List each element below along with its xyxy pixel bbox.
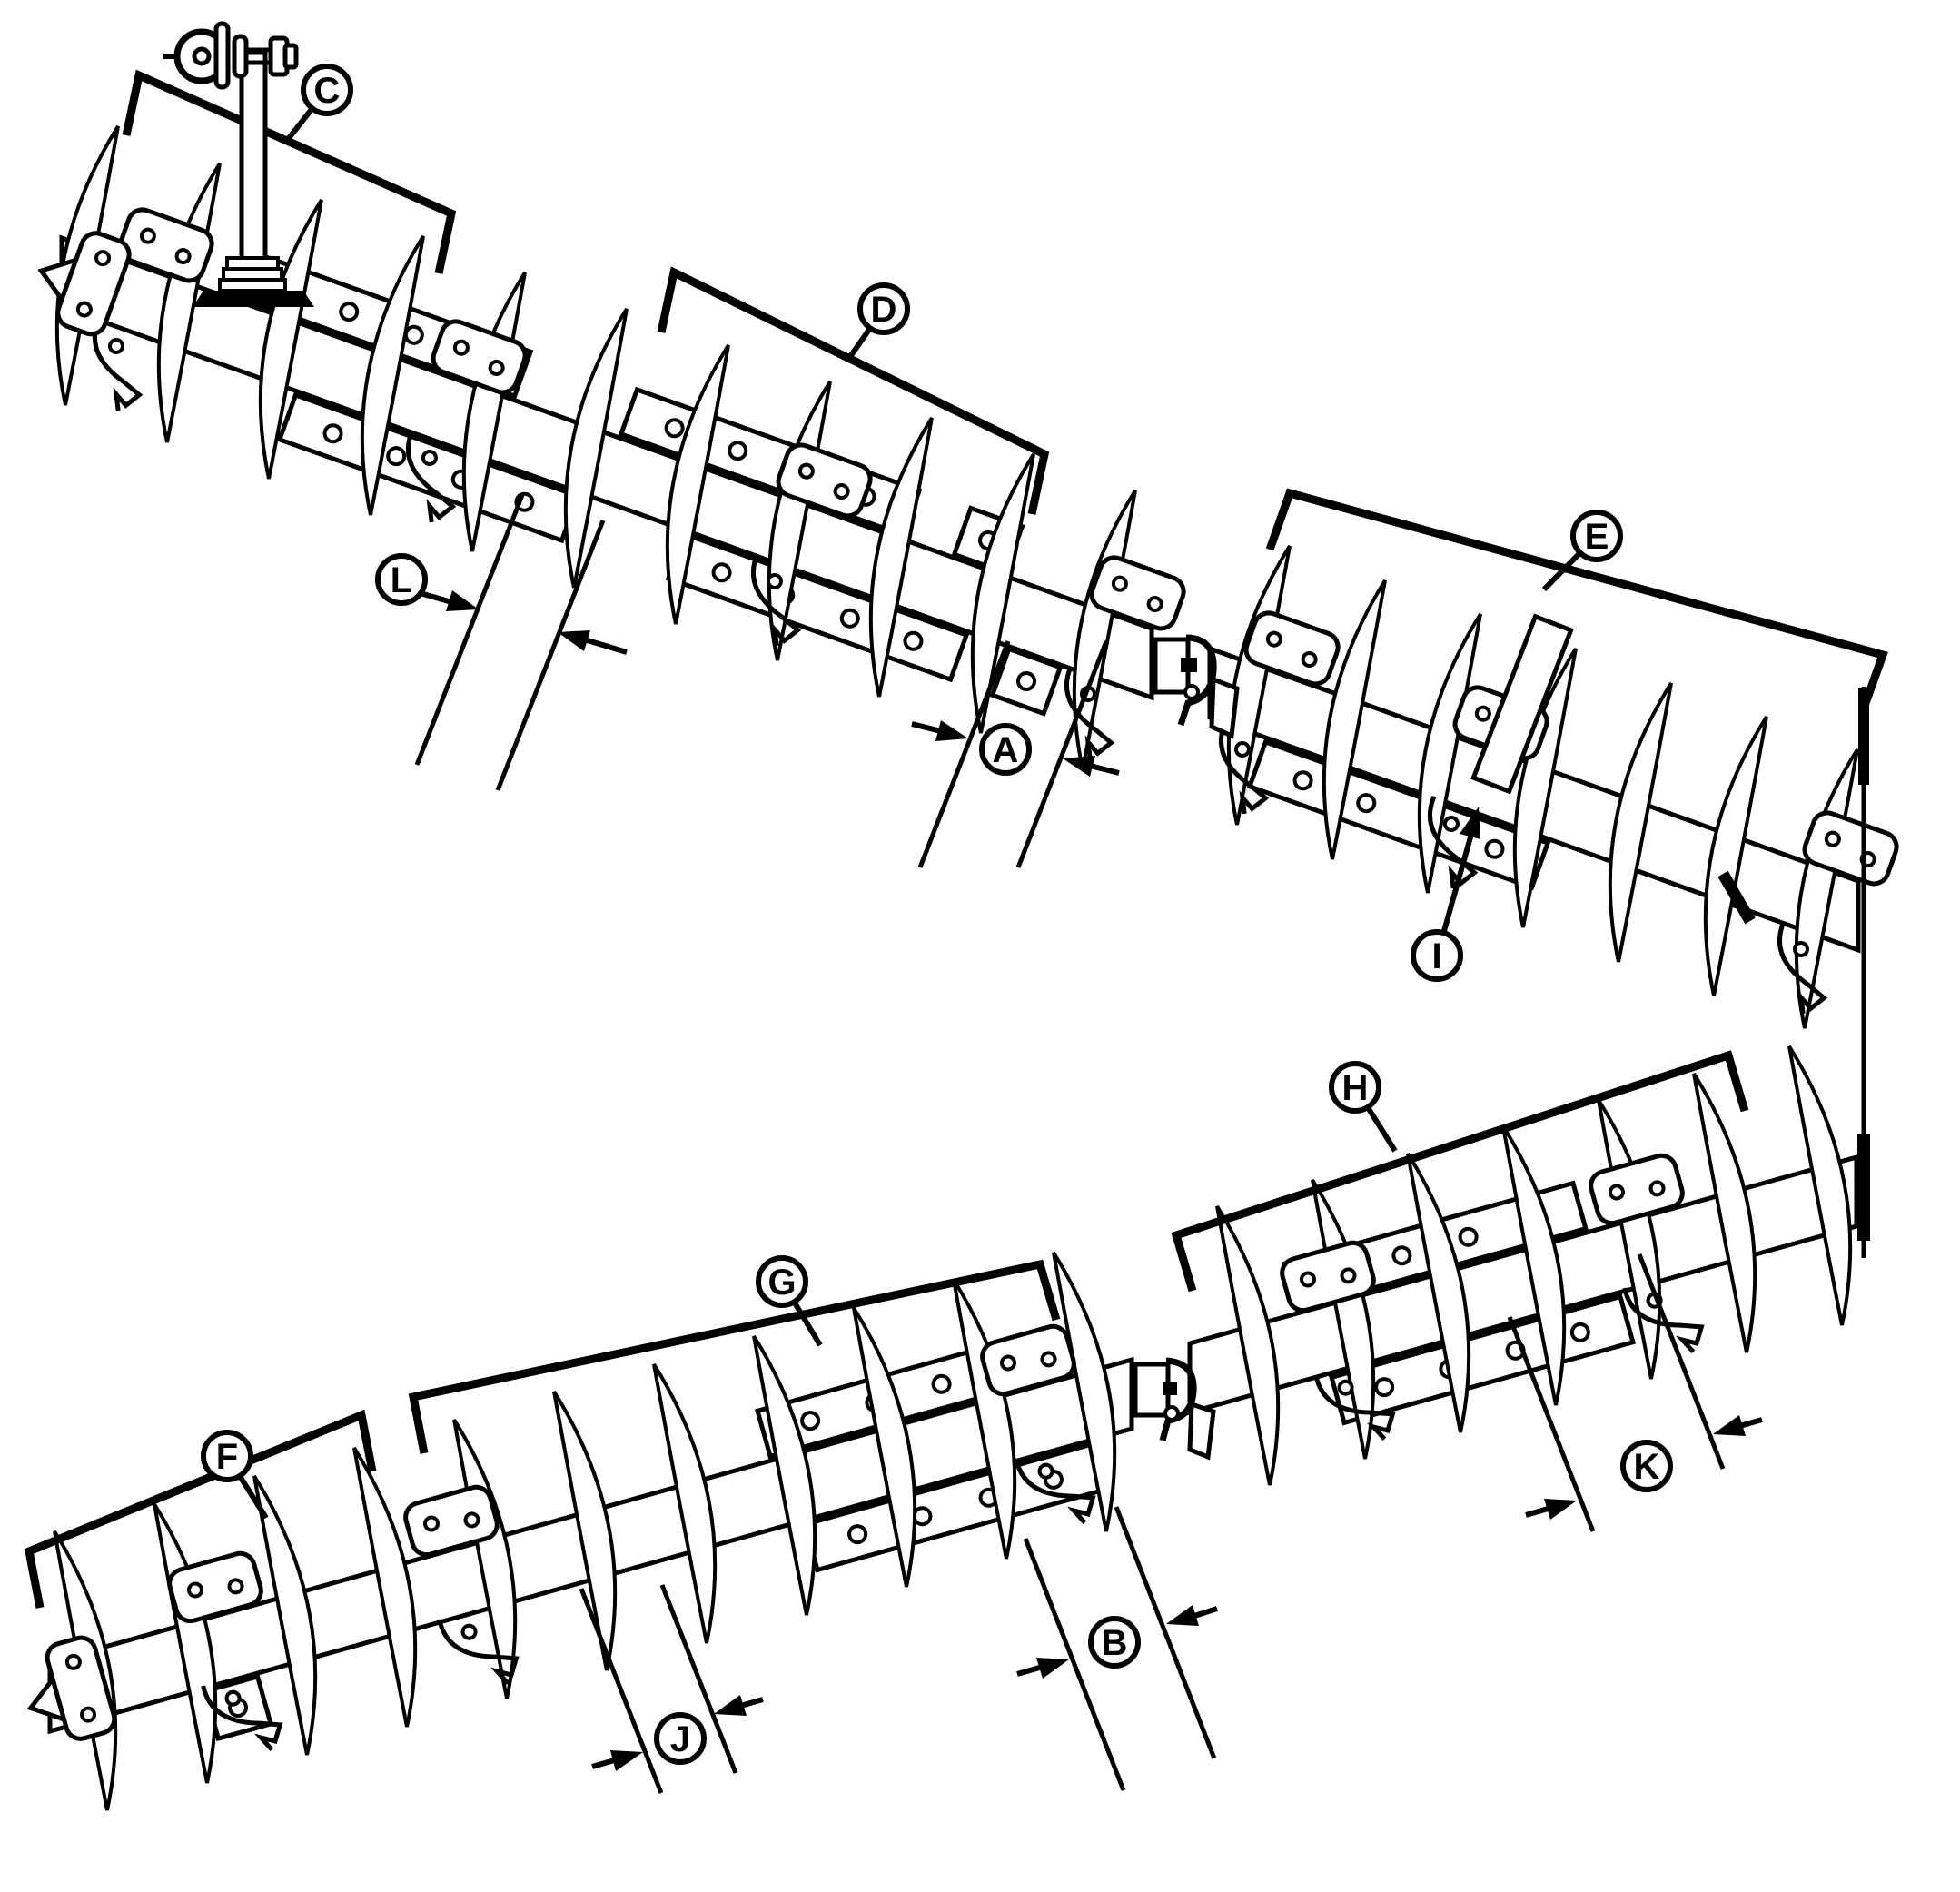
- callout-f: F: [201, 1430, 253, 1482]
- callout-h: H: [1329, 1061, 1381, 1114]
- callout-f-label: F: [216, 1437, 238, 1477]
- gang-axle-rear: [47, 1154, 1859, 1735]
- gang-axle-front: [59, 234, 1861, 954]
- callout-h-label: H: [1342, 1068, 1369, 1108]
- frame-edge-line: [1717, 687, 1870, 1258]
- callout-e-label: E: [1585, 517, 1609, 557]
- section-brackets: [24, 69, 1888, 1609]
- scraper-bar: [1470, 613, 1574, 795]
- section-bracket-h: [1171, 1050, 1749, 1293]
- rear-gang-assembly: [16, 1045, 1859, 1812]
- jack-base: [193, 256, 314, 307]
- jack-crank-assembly: [163, 21, 314, 307]
- callout-j-label: J: [670, 1719, 690, 1759]
- jack-post: [239, 50, 268, 263]
- dimension-graphics: [410, 494, 1763, 1794]
- gang-coupling-rear: [1133, 1357, 1216, 1461]
- callout-j: J: [654, 1712, 707, 1765]
- callout-a: A: [979, 723, 1032, 776]
- gang-coupling-front: [1153, 634, 1240, 739]
- callout-g: G: [756, 1255, 808, 1308]
- callout-i: I: [1411, 929, 1463, 982]
- callout-b-label: B: [1102, 1623, 1128, 1663]
- callout-b: B: [1088, 1616, 1141, 1669]
- callout-a-label: A: [993, 730, 1019, 770]
- callout-g-label: G: [767, 1263, 796, 1303]
- crank-handle: [163, 21, 249, 90]
- pointer-arrow-i: [1441, 807, 1480, 932]
- dimension-k: [1507, 1253, 1763, 1532]
- section-bracket-f: [24, 1409, 377, 1609]
- callout-k-label: K: [1634, 1447, 1660, 1487]
- dimension-b: [1016, 1506, 1218, 1791]
- callout-l: L: [375, 553, 428, 606]
- callout-d-label: D: [871, 290, 897, 330]
- dimension-a: [911, 640, 1120, 868]
- callout-d: D: [857, 282, 910, 335]
- callout-balloons: C D E L A I H G: [201, 64, 1673, 1765]
- dimension-l: [410, 494, 628, 791]
- section-bracket-g: [408, 1259, 1061, 1454]
- callout-e: E: [1570, 510, 1623, 562]
- callout-l-label: L: [391, 560, 412, 600]
- section-bracket-d: [657, 266, 1050, 515]
- callout-c: C: [301, 64, 353, 116]
- callout-k: K: [1620, 1440, 1673, 1492]
- section-bracket-c: [122, 69, 457, 274]
- section-bracket-e: [1265, 488, 1888, 708]
- callout-c-label: C: [314, 71, 341, 111]
- front-gang-assembly: [26, 124, 1900, 1030]
- dimension-j: [579, 1584, 764, 1794]
- callout-i-label: I: [1431, 936, 1441, 976]
